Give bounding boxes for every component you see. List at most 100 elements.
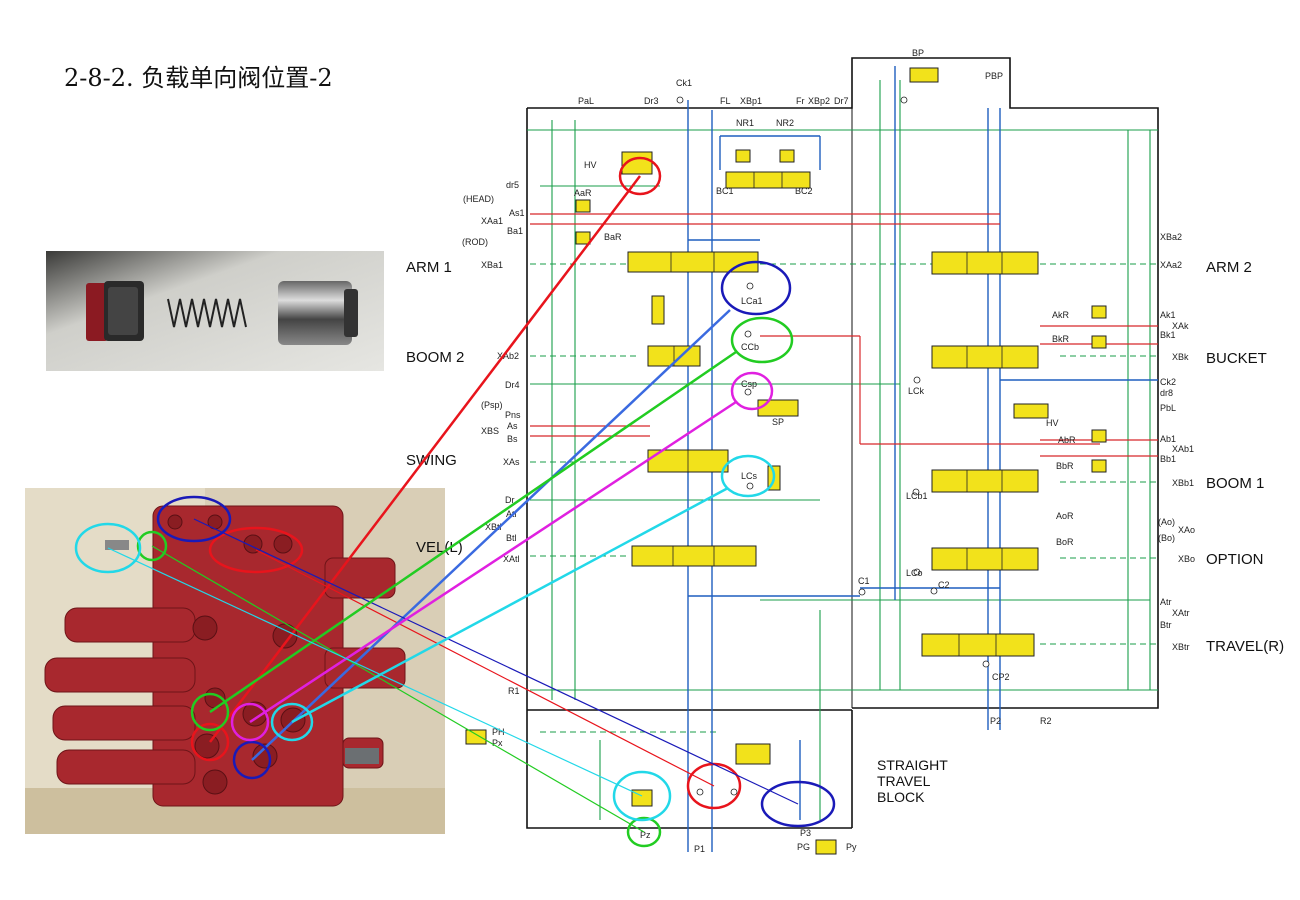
svg-text:Atl: Atl [506, 509, 517, 519]
svg-text:Atr: Atr [1160, 597, 1172, 607]
svg-text:dr5: dr5 [506, 180, 519, 190]
port-labels-bottom: P1 P2 R2 P3 [694, 716, 1052, 854]
port-labels-top: PaL Dr3 Ck1 FL XBp1 Fr XBp2 Dr7 [578, 78, 849, 106]
travel-l-spool [631, 545, 757, 567]
svg-text:XBtl: XBtl [485, 522, 502, 532]
label-sp: SP [772, 417, 784, 427]
travel-r-spool [921, 633, 1035, 657]
label-csp: Csp [741, 379, 757, 389]
svg-text:Dr: Dr [505, 495, 515, 505]
svg-text:R1: R1 [508, 686, 520, 696]
svg-text:Pns: Pns [505, 410, 521, 420]
hv-valve-right [1013, 403, 1049, 419]
svg-text:Ck1: Ck1 [676, 78, 692, 88]
label-lcb1: LCb1 [906, 491, 928, 501]
label-pg: PG [797, 842, 810, 852]
pilot-lines-green [527, 80, 1158, 820]
svg-text:Btl: Btl [506, 533, 517, 543]
svg-text:PaL: PaL [578, 96, 594, 106]
label-pbp: PBP [985, 71, 1003, 81]
pz-valve [631, 789, 653, 807]
svg-text:Bb1: Bb1 [1160, 454, 1176, 464]
arm1-spool [627, 251, 759, 273]
label-px: Px [492, 738, 503, 748]
svg-text:XAa1: XAa1 [481, 216, 503, 226]
label-nr2: NR2 [776, 118, 794, 128]
section-swing: SWING [406, 452, 457, 469]
label-bc1: BC1 [716, 186, 734, 196]
bc-spool [725, 171, 811, 189]
svg-text:XBtr: XBtr [1172, 642, 1190, 652]
label-hv-left: HV [584, 160, 597, 170]
section-boom2: BOOM 2 [406, 349, 464, 366]
svg-text:XAa2: XAa2 [1160, 260, 1182, 270]
spool-dividers [670, 172, 1003, 656]
svg-text:XBk: XBk [1172, 352, 1189, 362]
svg-text:Dr4: Dr4 [505, 380, 520, 390]
svg-text:Bs: Bs [507, 434, 518, 444]
port-labels-left: dr5 (HEAD) XAa1 As1 Ba1 (ROD) XBa1 XAb2 … [462, 180, 525, 696]
plug-part [86, 281, 144, 341]
label-bar: BaR [604, 232, 622, 242]
label-c1: C1 [858, 576, 870, 586]
svg-text:dr8: dr8 [1160, 388, 1173, 398]
bucket-spool [931, 345, 1039, 369]
svg-text:FL: FL [720, 96, 731, 106]
svg-text:(ROD): (ROD) [462, 237, 488, 247]
label-py: Py [846, 842, 857, 852]
svg-text:XAo: XAo [1178, 525, 1195, 535]
csp-valve [767, 465, 781, 491]
label-lcs: LCs [741, 471, 758, 481]
label-c2: C2 [938, 580, 950, 590]
pg-valve [815, 839, 837, 855]
label-lca1: LCa1 [741, 296, 763, 306]
arm2-spool [931, 251, 1039, 275]
akr-relief [1091, 305, 1107, 319]
svg-text:XBo: XBo [1178, 554, 1195, 564]
svg-text:Fr: Fr [796, 96, 805, 106]
nr2-valve [779, 149, 795, 163]
label-bor: BoR [1056, 537, 1074, 547]
label-ccb: CCb [741, 342, 759, 352]
svg-text:XAtl: XAtl [503, 554, 520, 564]
section-arm2: ARM 2 [1206, 259, 1252, 276]
option-spool [931, 547, 1039, 571]
section-boom1: BOOM 1 [1206, 475, 1264, 492]
svg-text:As: As [507, 421, 518, 431]
svg-text:As1: As1 [509, 208, 525, 218]
svg-text:XBb1: XBb1 [1172, 478, 1194, 488]
hv-valve-left [621, 151, 653, 175]
label-bbr: BbR [1056, 461, 1074, 471]
svg-text:XBa2: XBa2 [1160, 232, 1182, 242]
label-bkr: BkR [1052, 334, 1070, 344]
svg-text:Dr3: Dr3 [644, 96, 659, 106]
label-lck: LCk [908, 386, 925, 396]
label-lco: LCo [906, 568, 923, 578]
bbr-relief [1091, 459, 1107, 473]
section-travel-r: TRAVEL(R) [1206, 638, 1284, 655]
svg-text:Btr: Btr [1160, 620, 1172, 630]
boom2-pilot-valve [651, 295, 665, 325]
svg-text:P3: P3 [800, 828, 811, 838]
label-bp: BP [912, 48, 924, 58]
svg-text:XAb2: XAb2 [497, 351, 519, 361]
svg-text:XBa1: XBa1 [481, 260, 503, 270]
svg-text:P2: P2 [990, 716, 1001, 726]
label-aar: AaR [574, 188, 592, 198]
abr-relief [1091, 429, 1107, 443]
label-pz: Pz [640, 830, 651, 840]
svg-text:(Bo): (Bo) [1158, 533, 1175, 543]
section-travel-l: VEL(L) [416, 539, 463, 556]
sp-valve [757, 399, 799, 417]
svg-text:(Ao): (Ao) [1158, 517, 1175, 527]
svg-text:P1: P1 [694, 844, 705, 854]
svg-text:XAk: XAk [1172, 321, 1189, 331]
boom1-spool [931, 469, 1039, 493]
label-ph: PH [492, 727, 505, 737]
section-option: OPTION [1206, 551, 1264, 568]
aar-relief [575, 199, 591, 213]
svg-text:Dr7: Dr7 [834, 96, 849, 106]
svg-text:PbL: PbL [1160, 403, 1176, 413]
label-aor: AoR [1056, 511, 1074, 521]
